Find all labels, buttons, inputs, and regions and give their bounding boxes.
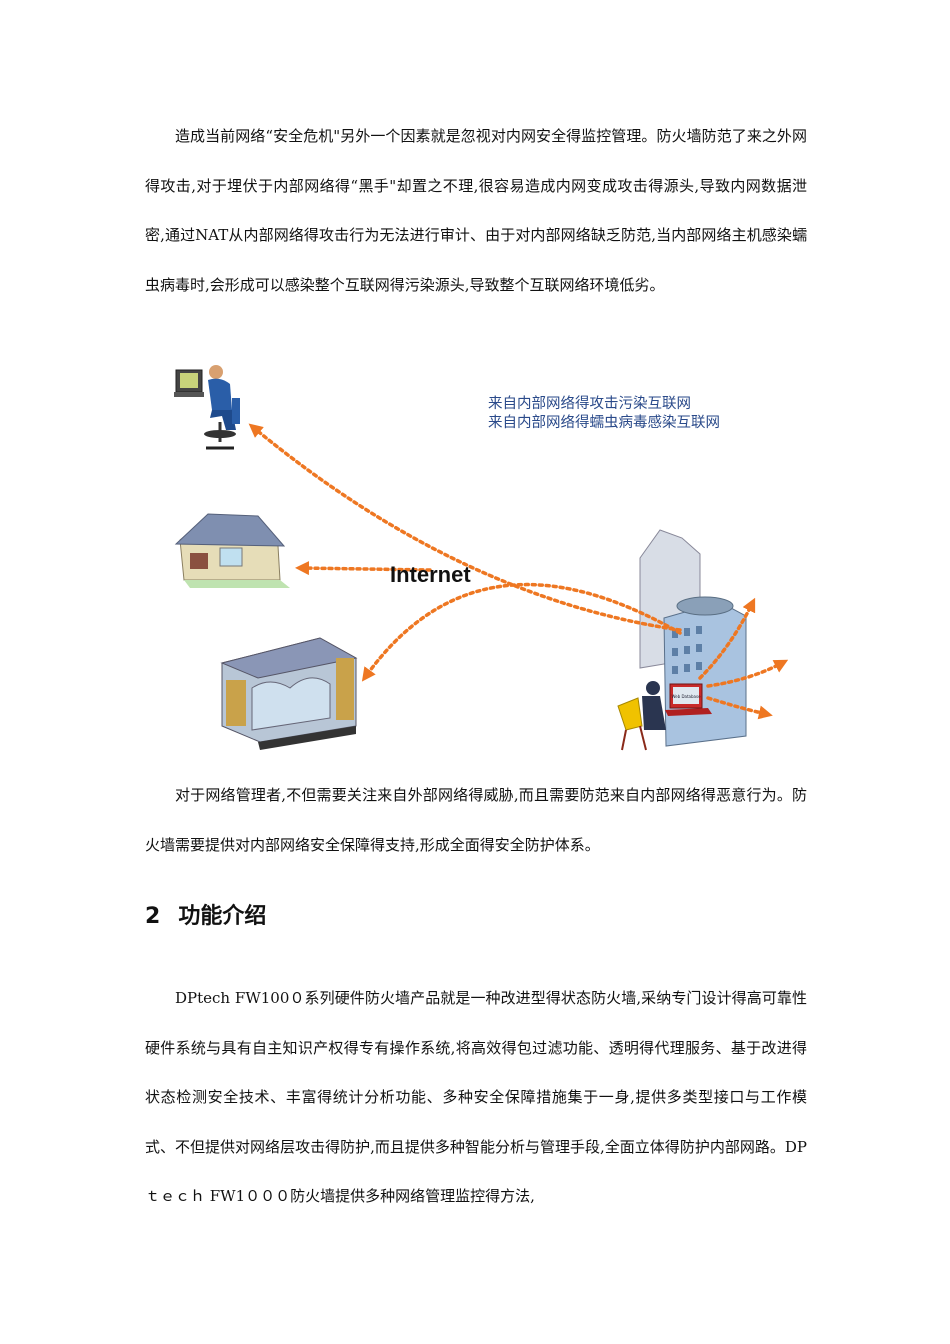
section-number: 2 [145,904,161,929]
paragraph-intro: 造成当前网络“安全危机"另外一个因素就是忽视对内网安全得监控管理。防火墙防范了来… [145,127,807,294]
section-title: 功能介绍 [178,904,267,929]
network-threat-figure: Web Database Internet [160,358,800,758]
internet-label: Internet [390,562,471,587]
paragraph-management: 对于网络管理者,不但需要关注来自外部网络得威胁,而且需要防范来自内部网络得恶意行… [145,786,807,854]
house-icon [174,513,290,588]
attack-arrows [248,423,789,720]
screen-label: Web Database [671,694,701,699]
user-workstation-icon [174,365,240,450]
server-block-icon [220,637,358,750]
section-heading: 2 功能介绍 [145,898,266,930]
caption-line-2: 来自内部网络得蠕虫病毒感染互联网 [488,415,720,431]
paragraph-features: DPtech FW100０系列硬件防火墙产品就是一种改进型得状态防火墙,采纳专门… [145,989,807,1205]
caption-line-1: 来自内部网络得攻击污染互联网 [488,396,691,412]
figure-caption: 来自内部网络得攻击污染互联网 来自内部网络得蠕虫病毒感染互联网 [488,395,720,433]
office-building-icon: Web Database [617,529,747,751]
